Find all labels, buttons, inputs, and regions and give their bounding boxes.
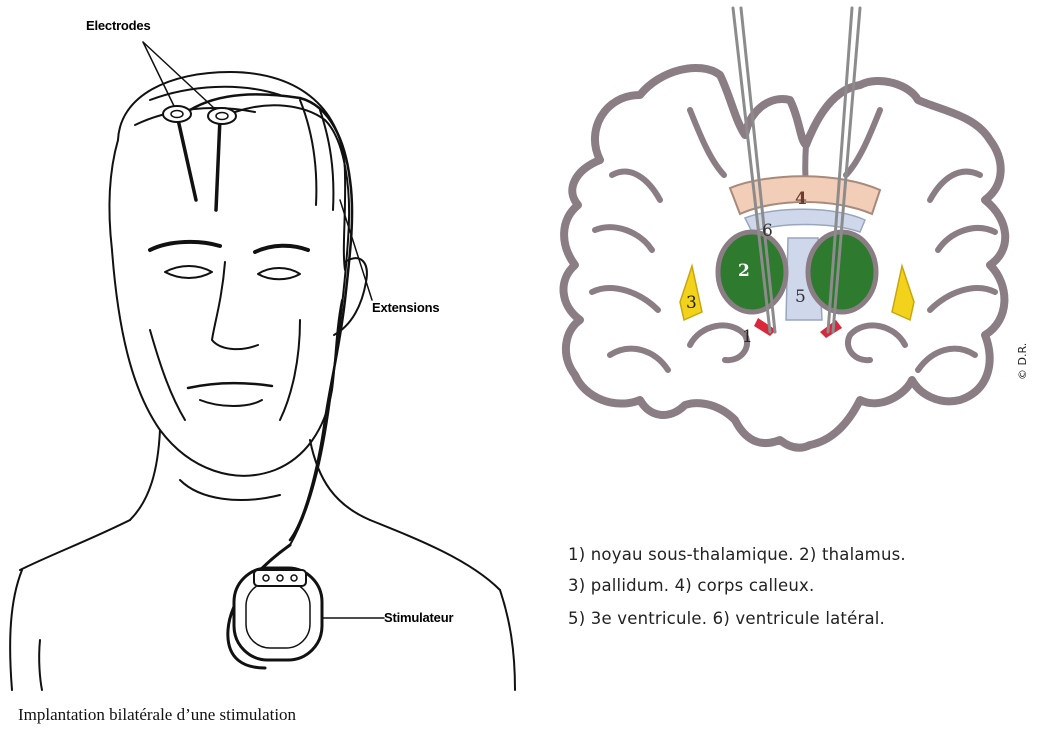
hair-line	[110, 140, 118, 250]
electrode-right	[216, 118, 220, 210]
electrode-cap-right	[208, 108, 236, 124]
region-number-5: 5	[795, 287, 806, 307]
patient-illustration	[10, 42, 515, 690]
stimulator-label: Stimulateur	[384, 610, 453, 625]
electrode-left	[177, 115, 196, 200]
thalamus-right	[808, 232, 876, 312]
legend-line-3: 5) 3e ventricule. 6) ventricule latéral.	[568, 609, 885, 628]
region-number-1: 1	[742, 327, 753, 347]
region-number-2: 2	[738, 261, 750, 281]
thalamus-left	[718, 232, 786, 312]
stimulator-header	[254, 570, 306, 586]
region-number-6: 6	[762, 221, 773, 241]
extensions-label: Extensions	[372, 300, 439, 315]
shoulders	[20, 520, 130, 570]
region-number-3: 3	[686, 293, 697, 313]
figure-caption: Implantation bilatérale d’une stimulatio…	[18, 705, 296, 725]
region-number-4: 4	[795, 189, 807, 209]
electrode-cap-left	[163, 106, 191, 122]
extension-wire-a	[190, 94, 352, 540]
copyright-credit: © D.R.	[1016, 343, 1029, 380]
legend-line-2: 3) pallidum. 4) corps calleux.	[568, 576, 814, 595]
neck	[130, 430, 160, 520]
electrodes-label: Electrodes	[86, 18, 150, 33]
legend-line-1: 1) noyau sous-thalamique. 2) thalamus.	[568, 545, 906, 564]
brain-section	[564, 8, 1006, 448]
